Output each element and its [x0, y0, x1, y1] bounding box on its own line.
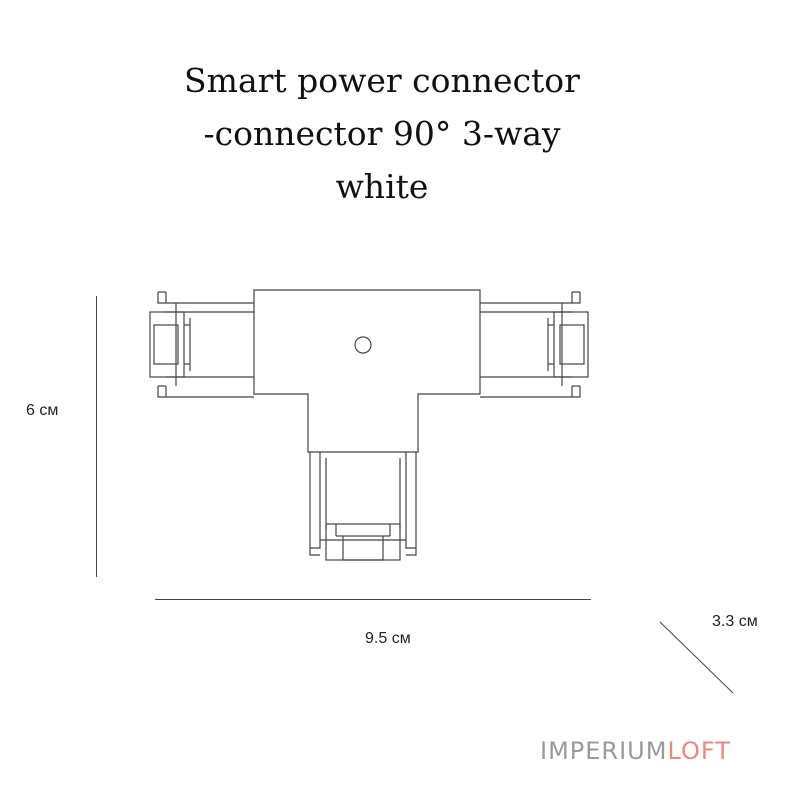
title-line-3: white [335, 167, 429, 206]
connector-center-body [253, 289, 481, 453]
center-hole [354, 336, 372, 354]
connector-right-arm [480, 291, 589, 398]
depth-label: 3.3 см [712, 613, 758, 630]
brand-logo-part1: IMPERIUM [540, 737, 668, 765]
connector-bottom-arm [309, 452, 417, 561]
depth-dimension-line [659, 621, 734, 694]
width-dimension-line [155, 599, 591, 600]
brand-logo: IMPERIUMLOFT [540, 737, 731, 765]
title-line-1: Smart power connector [184, 61, 580, 100]
height-label: 6 см [26, 402, 59, 419]
connector-left-arm [149, 291, 254, 398]
brand-logo-part2: LOFT [667, 737, 731, 765]
width-label: 9.5 см [365, 630, 411, 647]
product-title: Smart power connector -connector 90° 3-w… [0, 54, 764, 213]
height-dimension-line [96, 296, 97, 577]
title-line-2: -connector 90° 3-way [203, 114, 561, 153]
